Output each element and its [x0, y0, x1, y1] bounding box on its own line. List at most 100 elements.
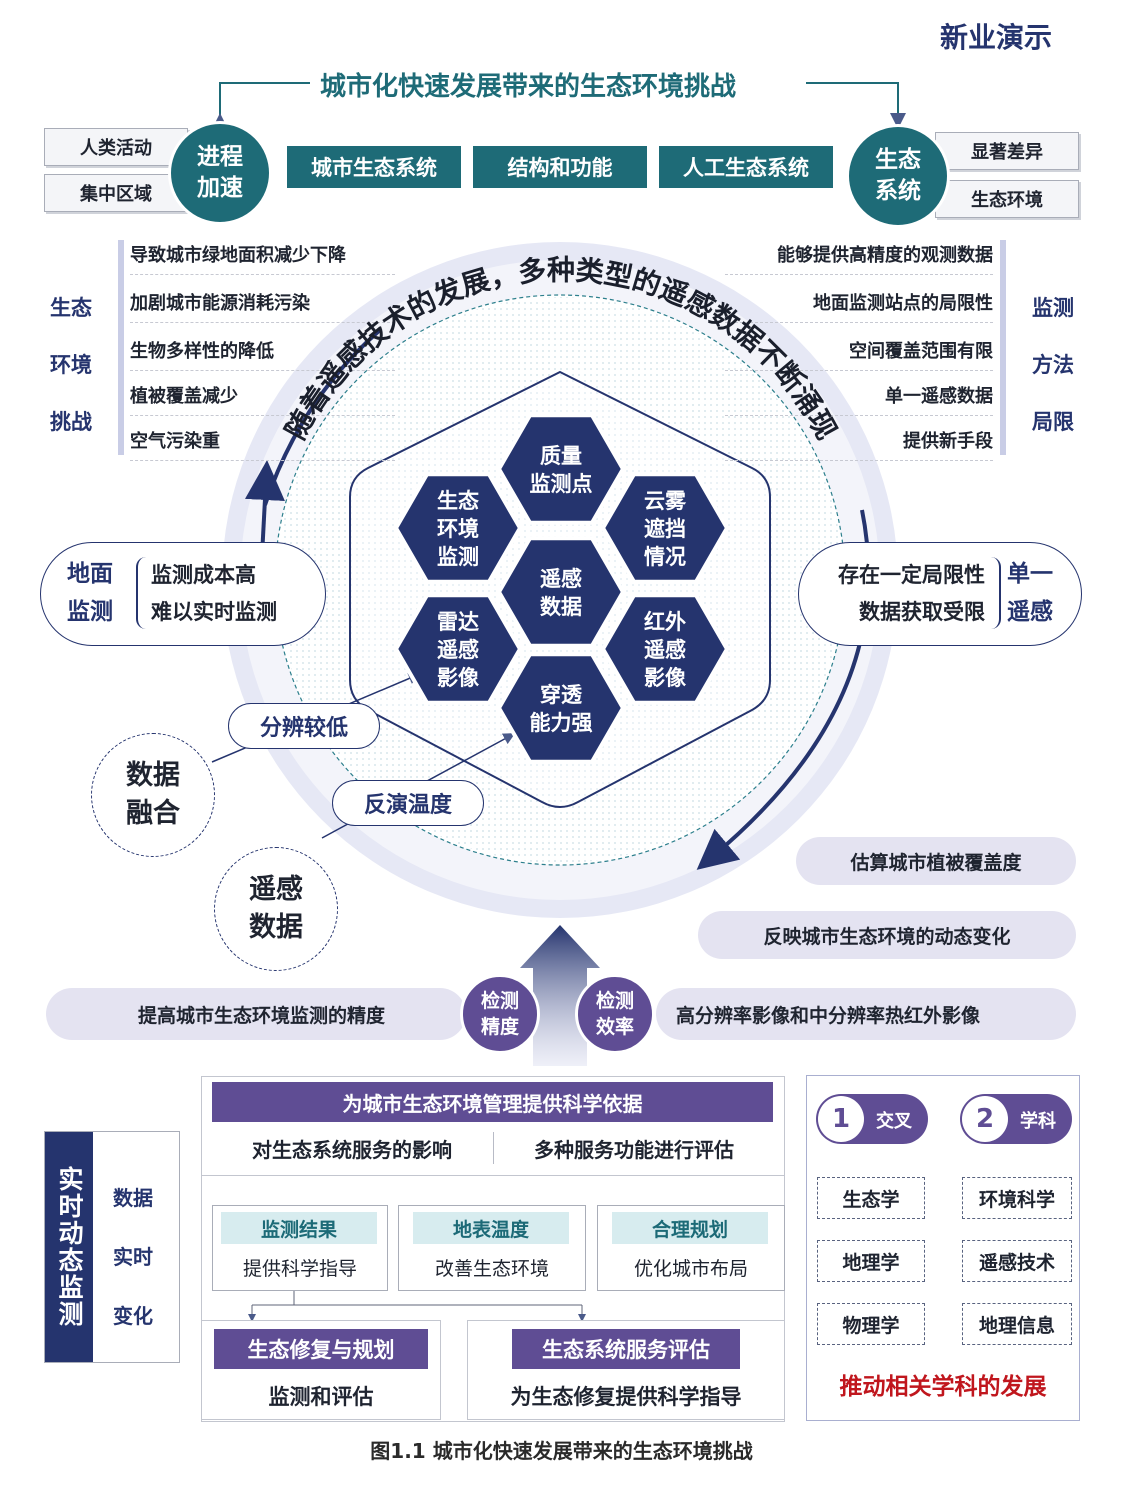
realtime-sub-right: 多种服务功能进行评估 — [534, 1137, 734, 1162]
list-item: 植被覆盖减少 — [130, 379, 395, 416]
left-side-list: 导致城市绿地面积减少下降 加剧城市能源消耗污染 生物多样性的降低 植被覆盖减少 … — [130, 238, 395, 461]
list-item: 能够提供高精度的观测数据 — [725, 238, 993, 275]
discipline-remote-sensing: 遥感技术 — [962, 1240, 1072, 1282]
step-number: 2 — [962, 1096, 1008, 1142]
card-rational-planning: 合理规划 优化城市布局 — [597, 1205, 785, 1291]
hex-remote-data: 遥感数据 — [496, 536, 626, 648]
discipline-geo-information: 地理信息 — [962, 1303, 1072, 1345]
hex-infrared-imagery: 红外遥感影像 — [600, 593, 730, 705]
hexagon-shape — [496, 413, 626, 525]
discipline-geography: 地理学 — [817, 1240, 925, 1282]
right-label-1: 监测 — [1032, 296, 1074, 320]
left-label-2: 环境 — [50, 353, 92, 377]
card-text: 优化城市布局 — [633, 1257, 748, 1280]
ground-lines: 监测成本高 难以实时监测 — [151, 557, 277, 631]
tag-inversion-temperature: 反演温度 — [332, 780, 484, 826]
box-ecosystem-service-text: 为生态修复提供科学指导 — [510, 1385, 742, 1409]
ground-brace — [136, 557, 148, 629]
box-ecological-environment: 生态环境 — [935, 180, 1079, 218]
realtime-sub-divider — [493, 1132, 494, 1164]
pill-vegetation-coverage: 估算城市植被覆盖度 — [796, 837, 1076, 885]
box-urban-ecosystem: 城市生态系统 — [287, 146, 461, 188]
circle-ecosystem: 生态 系统 — [846, 124, 950, 228]
list-item: 空气污染重 — [130, 424, 395, 461]
card-title: 合理规划 — [612, 1212, 768, 1244]
single-lines: 存在一定局限性 数据获取受限 — [815, 557, 985, 631]
box-eco-restoration-title: 生态修复与规划 — [214, 1329, 428, 1369]
circle-detection-accuracy: 检测 精度 — [460, 974, 540, 1054]
list-item: 单一遥感数据 — [725, 379, 993, 416]
right-side-label: 监测 方法 局限 — [1032, 280, 1082, 451]
single-remote-sensing-pill: 存在一定局限性 数据获取受限 单一 遥感 — [798, 542, 1082, 646]
hexagon-shape — [496, 652, 626, 764]
hex-radar-imagery: 雷达遥感影像 — [393, 593, 523, 705]
hexagon-label: 云雾遮挡情况 — [644, 489, 687, 569]
pill-improve-accuracy: 提高城市生态环境监测的精度 — [46, 988, 466, 1040]
left-label-3: 挑战 — [50, 410, 92, 434]
box-ecosystem-service-title: 生态系统服务评估 — [512, 1329, 740, 1369]
realtime-item-3: 变化 — [113, 1304, 153, 1328]
realtime-sub-left: 对生态系统服务的影响 — [252, 1137, 452, 1162]
single-remote-title: 单一 遥感 — [1007, 561, 1053, 625]
right-label-2: 方法 — [1032, 353, 1074, 377]
ground-monitoring-pill: 地面 监测 监测成本高 难以实时监测 — [40, 542, 326, 646]
hexagon-label: 质量监测点 — [530, 444, 593, 496]
ground-line-1: 监测成本高 — [151, 563, 256, 587]
box-eco-restoration-text: 监测和评估 — [268, 1385, 374, 1409]
hexagon-shape — [496, 536, 626, 648]
box-artificial-ecosystem: 人工生态系统 — [659, 146, 833, 188]
realtime-panel: 实时动态监测 数据 实时 变化 — [44, 1131, 180, 1363]
title-connector-right — [806, 82, 906, 129]
hexagon-label: 红外遥感影像 — [644, 610, 687, 690]
realtime-item-1: 数据 — [113, 1186, 153, 1210]
step-label: 交叉 — [876, 1111, 912, 1132]
hexagon-shape — [600, 472, 730, 584]
figure-caption: 图1.1 城市化快速发展带来的生态环境挑战 — [370, 1438, 753, 1463]
left-label-1: 生态 — [50, 296, 92, 320]
pill-dynamic-change: 反映城市生态环境的动态变化 — [698, 911, 1076, 959]
hex-cloud-cover: 云雾遮挡情况 — [600, 472, 730, 584]
brand-title: 新业演示 — [940, 21, 1053, 54]
right-side-list: 能够提供高精度的观测数据 地面监测站点的局限性 空间覆盖范围有限 单一遥感数据 … — [725, 238, 993, 461]
hexagon-label: 雷达遥感影像 — [437, 610, 480, 690]
right-strip — [1000, 240, 1006, 455]
discipline-environmental-science: 环境科学 — [962, 1177, 1072, 1219]
hexagon-shape — [600, 593, 730, 705]
card-text: 改善生态环境 — [434, 1257, 549, 1280]
title-connector-left — [212, 82, 310, 129]
circle-data-fusion: 数据 融合 — [91, 733, 215, 857]
discipline-ecology: 生态学 — [817, 1177, 925, 1219]
list-item: 地面监测站点的局限性 — [725, 286, 993, 323]
discipline-step-1: 1 交叉 — [816, 1094, 928, 1144]
box-significant-difference: 显著差异 — [935, 132, 1079, 170]
box-structure-function: 结构和功能 — [473, 146, 647, 188]
realtime-item-2: 实时 — [113, 1245, 153, 1269]
card-title: 监测结果 — [221, 1212, 377, 1244]
hex-eco-monitoring: 生态环境监测 — [393, 472, 523, 584]
box-human-activity: 人类活动 — [44, 128, 188, 166]
left-strip — [118, 240, 124, 455]
hex-penetration: 穿透能力强 — [496, 652, 626, 764]
list-item: 提供新手段 — [725, 424, 993, 461]
box-concentrated-area: 集中区域 — [44, 174, 188, 212]
tag-low-resolution: 分辨较低 — [228, 703, 380, 749]
list-item: 生物多样性的降低 — [130, 334, 395, 371]
ground-line-2: 难以实时监测 — [151, 600, 277, 624]
pill-high-resolution: 高分辨率影像和中分辨率热红外影像 — [656, 988, 1076, 1040]
right-label-3: 局限 — [1032, 410, 1074, 434]
card-monitoring-result: 监测结果 提供科学指导 — [212, 1205, 388, 1291]
main-title: 城市化快速发展带来的生态环境挑战 — [320, 72, 737, 102]
circle-detection-efficiency: 检测 效率 — [575, 974, 655, 1054]
card-surface-temperature: 地表温度 改善生态环境 — [398, 1205, 586, 1291]
ground-monitoring-title: 地面 监测 — [67, 561, 113, 625]
hex-quality-monitoring: 质量监测点 — [496, 413, 626, 525]
step-number: 1 — [818, 1096, 864, 1142]
realtime-header: 为城市生态环境管理提供科学依据 — [212, 1082, 773, 1122]
single-line-2: 数据获取受限 — [859, 600, 985, 624]
hexagon-shape — [393, 472, 523, 584]
step-label: 学科 — [1020, 1111, 1056, 1132]
circle-remote-data: 遥感 数据 — [214, 847, 338, 971]
hexagon-label: 生态环境监测 — [437, 489, 479, 569]
card-text: 提供科学指导 — [242, 1257, 357, 1280]
